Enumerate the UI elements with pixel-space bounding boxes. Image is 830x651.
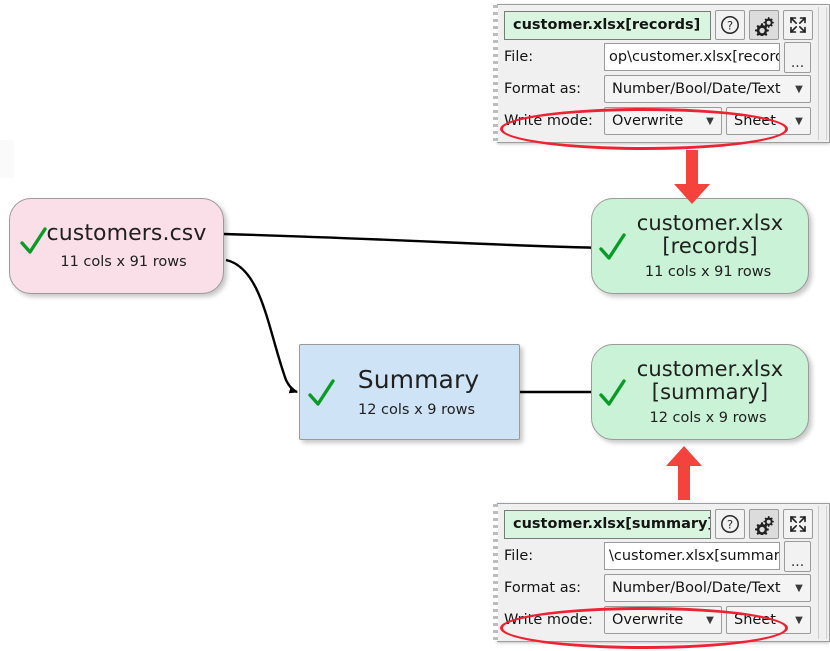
chevron-down-icon: ▼: [795, 115, 803, 127]
chevron-down-icon: ▼: [795, 582, 803, 594]
callout-arrow-up: [666, 446, 702, 500]
node-subtitle: 12 cols x 9 rows: [357, 402, 476, 418]
write-mode-row: Write mode: Overwrite ▼ Sheet ▼: [504, 106, 825, 136]
svg-text:?: ?: [727, 18, 733, 32]
node-subtitle: 12 cols x 9 rows: [649, 410, 767, 427]
callout-arrow-down: [674, 150, 710, 204]
green-check-icon: [599, 379, 626, 406]
ellipsis-icon[interactable]: ...: [784, 540, 811, 572]
panel-scrollbar[interactable]: [818, 506, 827, 639]
write-target-select[interactable]: Sheet ▼: [726, 107, 811, 135]
node-title-line2: [records]: [662, 233, 758, 258]
format-as-select[interactable]: Number/Bool/Date/Text ▼: [604, 574, 811, 602]
file-label: File:: [504, 548, 534, 564]
format-as-value: Number/Bool/Date/Text: [612, 580, 781, 596]
ellipsis-icon[interactable]: ...: [784, 41, 811, 73]
help-circle-icon[interactable]: ?: [715, 10, 745, 40]
properties-panel-records[interactable]: customer.xlsx[records] ?: [493, 4, 830, 143]
expand-arrows-icon[interactable]: [783, 509, 813, 539]
format-row: Format as: Number/Bool/Date/Text ▼: [504, 573, 825, 603]
gears-icon[interactable]: [749, 509, 779, 539]
chevron-down-icon: ▼: [795, 83, 803, 95]
gears-icon[interactable]: [749, 10, 779, 40]
chevron-down-icon: ▼: [706, 115, 714, 127]
write-target-value: Sheet: [734, 612, 776, 628]
node-title: customer.xlsx: [636, 210, 784, 235]
green-check-icon: [599, 233, 626, 260]
write-target-select[interactable]: Sheet ▼: [726, 606, 811, 634]
format-as-label: Format as:: [504, 81, 582, 97]
node-title-line2: [summary]: [651, 379, 769, 404]
write-mode-label: Write mode:: [504, 612, 593, 628]
format-as-select[interactable]: Number/Bool/Date/Text ▼: [604, 75, 811, 103]
format-as-value: Number/Bool/Date/Text: [612, 81, 781, 97]
write-mode-row: Write mode: Overwrite ▼ Sheet ▼: [504, 605, 825, 635]
chevron-down-icon: ▼: [706, 614, 714, 626]
write-mode-value: Overwrite: [612, 113, 684, 129]
write-mode-select[interactable]: Overwrite ▼: [604, 606, 722, 634]
write-mode-value: Overwrite: [612, 612, 684, 628]
flow-node-customer-xlsx-records[interactable]: customer.xlsx [records] 11 cols x 91 row…: [591, 198, 809, 294]
node-subtitle: 11 cols x 91 rows: [60, 254, 187, 271]
green-check-icon: [308, 379, 335, 406]
panel-header-row: customer.xlsx[records] ?: [504, 10, 825, 40]
write-mode-label: Write mode:: [504, 113, 593, 129]
file-label: File:: [504, 49, 534, 65]
format-as-label: Format as:: [504, 580, 582, 596]
file-path-input[interactable]: \customer.xlsx[summary]: [604, 542, 780, 570]
node-subtitle: 11 cols x 91 rows: [644, 264, 772, 281]
expand-arrows-icon[interactable]: [783, 10, 813, 40]
flow-node-customer-xlsx-summary[interactable]: customer.xlsx [summary] 12 cols x 9 rows: [591, 344, 809, 440]
write-target-value: Sheet: [734, 113, 776, 129]
panel-left-dashed-edge: [493, 5, 498, 142]
panel-scrollbar[interactable]: [818, 7, 827, 140]
panel-title-input[interactable]: customer.xlsx[records]: [504, 10, 711, 40]
node-title: customer.xlsx: [636, 356, 784, 381]
panel-title-input[interactable]: customer.xlsx[summary]: [504, 509, 711, 539]
chevron-down-icon: ▼: [795, 614, 803, 626]
node-title: customers.csv: [46, 220, 207, 246]
canvas-edge-marker: [0, 140, 14, 178]
file-row: File: op\customer.xlsx[records] ...: [504, 41, 825, 73]
properties-panel-summary[interactable]: customer.xlsx[summary] ?: [493, 503, 830, 642]
write-mode-select[interactable]: Overwrite ▼: [604, 107, 722, 135]
connector-csv-to-summary: [225, 258, 299, 394]
connector-csv-to-records: [223, 232, 609, 252]
file-path-input[interactable]: op\customer.xlsx[records]: [604, 43, 780, 71]
panel-header-row: customer.xlsx[summary] ?: [504, 509, 825, 539]
file-row: File: \customer.xlsx[summary] ...: [504, 540, 825, 572]
svg-text:?: ?: [727, 517, 733, 531]
green-check-icon: [20, 227, 47, 254]
panel-left-dashed-edge: [493, 504, 498, 641]
node-title: Summary: [357, 365, 480, 394]
format-row: Format as: Number/Bool/Date/Text ▼: [504, 74, 825, 104]
flow-node-summary[interactable]: Summary 12 cols x 9 rows: [299, 344, 520, 440]
flow-node-customers-csv[interactable]: customers.csv 11 cols x 91 rows: [9, 198, 224, 294]
help-circle-icon[interactable]: ?: [715, 509, 745, 539]
